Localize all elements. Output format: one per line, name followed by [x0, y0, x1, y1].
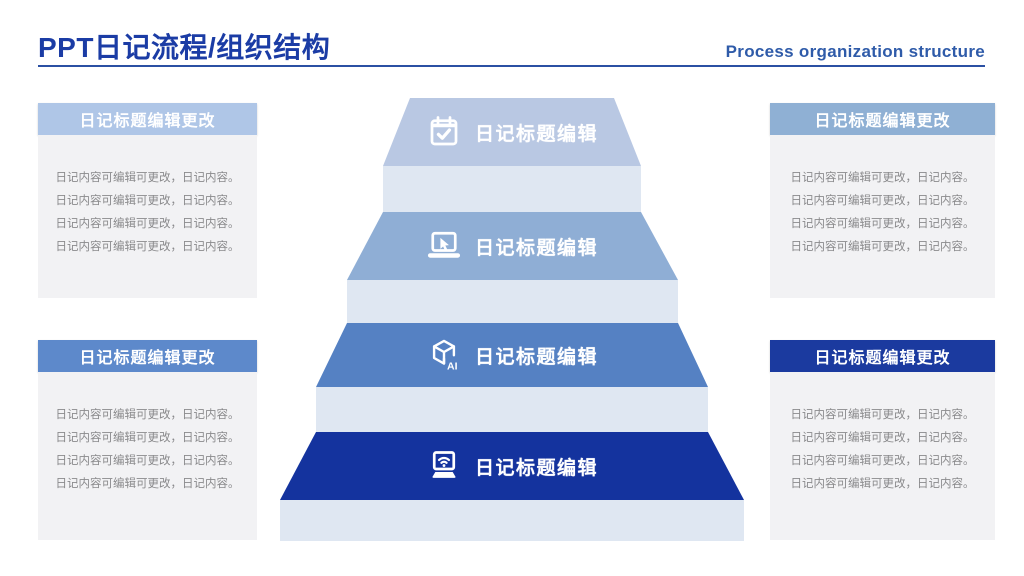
pyramid-step-1	[383, 166, 641, 212]
panel-text-line: 日记内容可编辑可更改，日记内容。	[55, 409, 240, 421]
panel-text-line: 日记内容可编辑可更改，日记内容。	[790, 478, 975, 490]
panel-body: 日记内容可编辑可更改，日记内容。 日记内容可编辑可更改，日记内容。 日记内容可编…	[38, 135, 257, 298]
calendar-check-icon	[430, 116, 458, 146]
panel-title: 日记标题编辑更改	[770, 340, 995, 372]
panel-top-right: 日记标题编辑更改 日记内容可编辑可更改，日记内容。 日记内容可编辑可更改，日记内…	[770, 103, 995, 298]
laptop-wifi-icon	[432, 451, 456, 478]
panel-text-line: 日记内容可编辑可更改，日记内容。	[790, 241, 975, 253]
pyramid-level-1-face	[383, 98, 641, 166]
svg-text:AI: AI	[447, 360, 458, 372]
page-title: PPT日记流程/组织结构	[38, 32, 331, 63]
header-rule	[38, 65, 985, 67]
panel-text-line: 日记内容可编辑可更改，日记内容。	[55, 195, 240, 207]
pyramid-diagram	[280, 98, 744, 541]
panel-title: 日记标题编辑更改	[38, 103, 257, 135]
pyramid-level-3-face	[316, 323, 708, 387]
panel-text-line: 日记内容可编辑可更改，日记内容。	[55, 241, 240, 253]
panel-text-line: 日记内容可编辑可更改，日记内容。	[790, 218, 975, 230]
panel-text-line: 日记内容可编辑可更改，日记内容。	[55, 218, 240, 230]
pyramid-level-2-face	[347, 212, 678, 280]
pyramid-level-1: 日记标题编辑	[280, 112, 744, 152]
panel-text-line: 日记内容可编辑可更改，日记内容。	[55, 455, 240, 467]
pyramid-level-2: 日记标题编辑	[280, 226, 744, 266]
pyramid-step-2	[347, 280, 678, 323]
panel-text-line: 日记内容可编辑可更改，日记内容。	[790, 455, 975, 467]
panel-text-line: 日记内容可编辑可更改，日记内容。	[55, 432, 240, 444]
pyramid-level-label: 日记标题编辑	[474, 346, 598, 368]
panel-body: 日记内容可编辑可更改，日记内容。 日记内容可编辑可更改，日记内容。 日记内容可编…	[770, 372, 995, 540]
panel-title: 日记标题编辑更改	[770, 103, 995, 135]
panel-body: 日记内容可编辑可更改，日记内容。 日记内容可编辑可更改，日记内容。 日记内容可编…	[770, 135, 995, 298]
panel-body: 日记内容可编辑可更改，日记内容。 日记内容可编辑可更改，日记内容。 日记内容可编…	[38, 372, 257, 540]
panel-text-line: 日记内容可编辑可更改，日记内容。	[55, 478, 240, 490]
cube-ai-icon: AI	[432, 339, 458, 372]
panel-text-line: 日记内容可编辑可更改，日记内容。	[790, 409, 975, 421]
pyramid-level-4-face	[280, 432, 744, 500]
panel-text-line: 日记内容可编辑可更改，日记内容。	[790, 172, 975, 184]
panel-text-line: 日记内容可编辑可更改，日记内容。	[790, 432, 975, 444]
laptop-cursor-icon	[427, 231, 461, 258]
pyramid-level-label: 日记标题编辑	[474, 457, 598, 479]
panel-bottom-right: 日记标题编辑更改 日记内容可编辑可更改，日记内容。 日记内容可编辑可更改，日记内…	[770, 340, 995, 540]
pyramid-base	[280, 500, 744, 541]
panel-title: 日记标题编辑更改	[38, 340, 257, 372]
pyramid-level-label: 日记标题编辑	[474, 237, 598, 259]
panel-text-line: 日记内容可编辑可更改，日记内容。	[790, 195, 975, 207]
panel-top-left: 日记标题编辑更改 日记内容可编辑可更改，日记内容。 日记内容可编辑可更改，日记内…	[38, 103, 257, 298]
pyramid-level-3: AI 日记标题编辑	[280, 335, 744, 375]
pyramid-step-3	[316, 387, 708, 432]
pyramid-level-4: 日记标题编辑	[280, 446, 744, 486]
page-subtitle: Process organization structure	[725, 42, 985, 61]
pyramid-level-label: 日记标题编辑	[474, 123, 598, 145]
panel-bottom-left: 日记标题编辑更改 日记内容可编辑可更改，日记内容。 日记内容可编辑可更改，日记内…	[38, 340, 257, 540]
panel-text-line: 日记内容可编辑可更改，日记内容。	[55, 172, 240, 184]
